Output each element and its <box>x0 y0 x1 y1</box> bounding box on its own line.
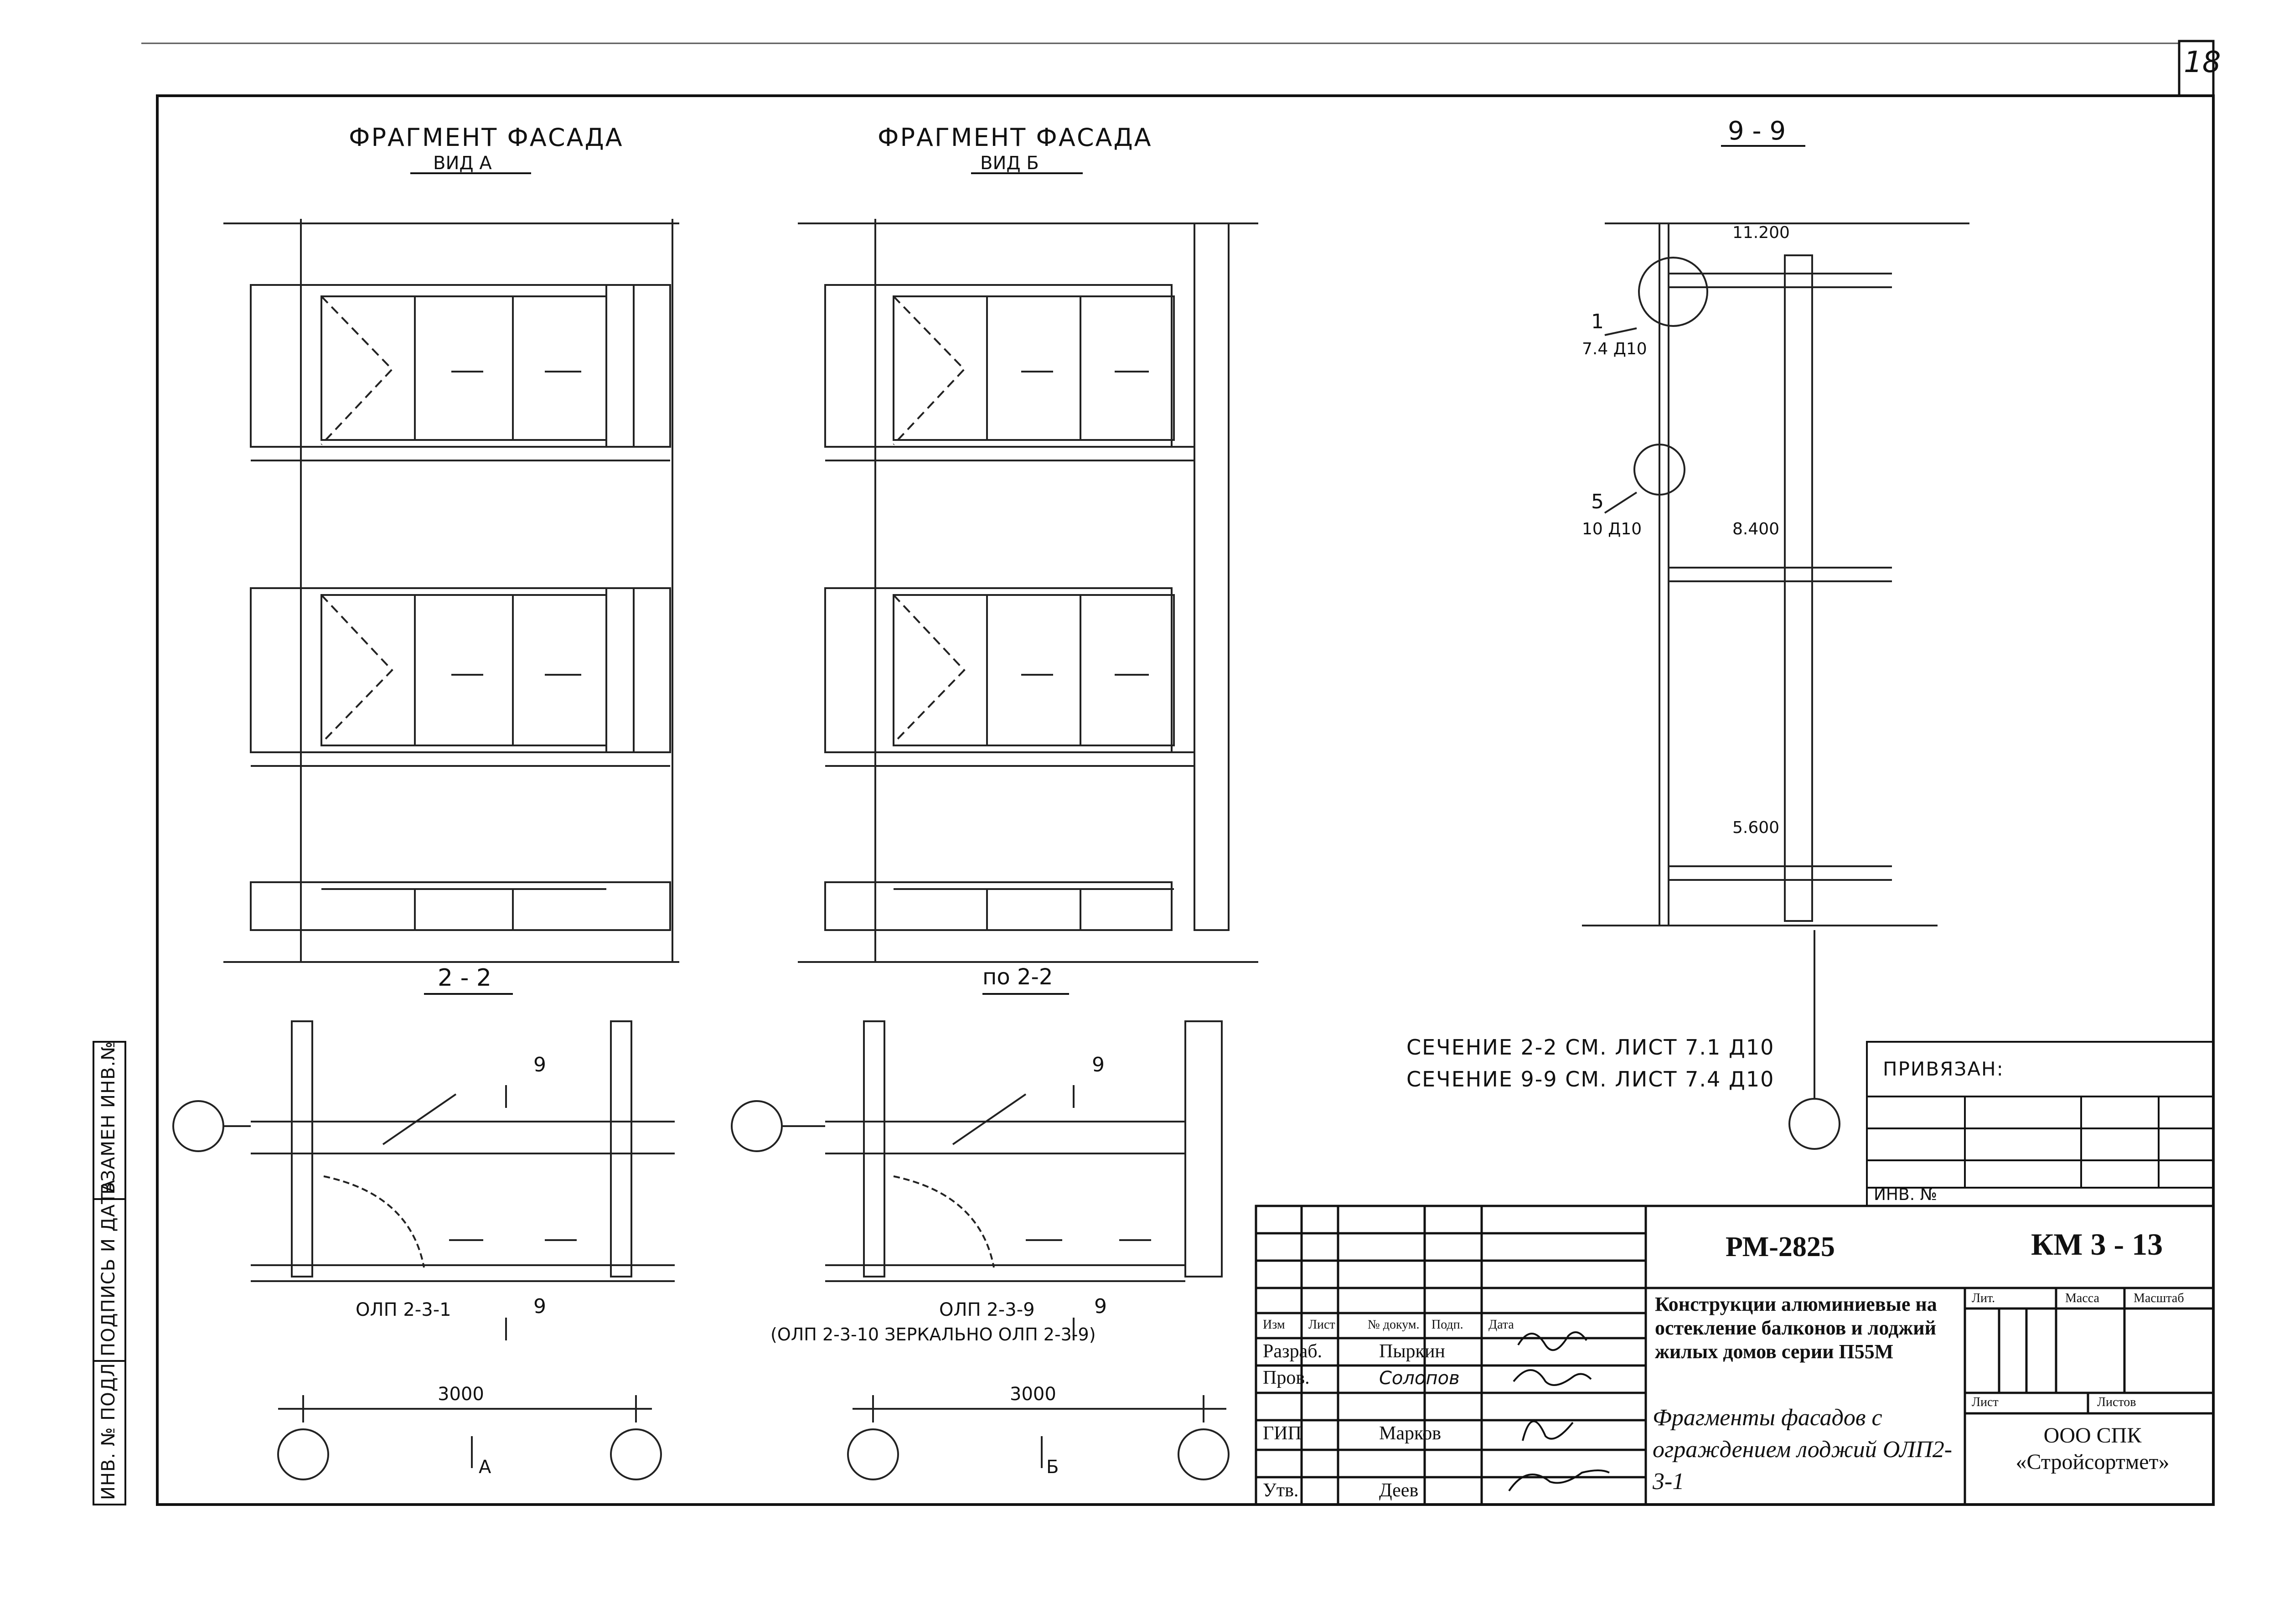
plan-2-2-drawing <box>172 1020 675 1480</box>
page-number: 18 <box>2184 46 2221 79</box>
plan-b-product-note: (ОЛП 2-3-10 ЗЕРКАЛЬНО ОЛП 2-3-9) <box>770 1324 1096 1345</box>
privyazan-label: ПРИВЯЗАН: <box>1883 1058 2004 1080</box>
side-stamp-vzamen: ВЗАМЕН ИНВ.№ <box>98 1041 119 1195</box>
mass-header: Масса <box>2065 1291 2099 1305</box>
plan-a-dimension: 3000 <box>438 1384 484 1405</box>
facade-b-drawing <box>798 219 1258 963</box>
side-stamp-frame <box>93 1041 126 1505</box>
role-gip: ГИП <box>1263 1423 1302 1444</box>
col-header-sign: Подп. <box>1431 1318 1463 1332</box>
plan-a-product: ОЛП 2-3-1 <box>356 1299 451 1320</box>
col-header-list: Лист <box>1308 1318 1335 1332</box>
name-prov: Солопов <box>1379 1368 1460 1389</box>
level-mark: 11.200 <box>1732 223 1790 242</box>
role-razrab: Разраб. <box>1263 1341 1323 1362</box>
privyazan-inv-label: ИНВ. № <box>1874 1185 1938 1204</box>
level-mark: 8.400 <box>1732 520 1780 538</box>
role-utv: Утв. <box>1263 1480 1299 1501</box>
plan-b-dimension: 3000 <box>1010 1384 1056 1405</box>
signatures <box>1508 1331 1610 1492</box>
callout-5-number: 5 <box>1591 490 1604 513</box>
note-section-9-9: СЕЧЕНИЕ 9-9 СМ. ЛИСТ 7.4 Д10 <box>1406 1067 1775 1091</box>
plan-a-cut-mark-bottom: 9 <box>533 1295 546 1318</box>
name-gip: Марков <box>1379 1423 1442 1444</box>
plan-b-drawing <box>731 1020 1230 1480</box>
side-stamp-inv-podl: ИНВ. № ПОДЛ <box>98 1362 119 1500</box>
plan-a-title: 2 - 2 <box>438 964 491 992</box>
scale-header: Масштаб <box>2134 1291 2184 1305</box>
list-header: Лист <box>1972 1395 1999 1409</box>
col-header-doc: № докум. <box>1368 1318 1420 1332</box>
callout-1-sheet: 7.4 Д10 <box>1582 340 1647 358</box>
facade-a-drawing <box>223 219 679 963</box>
name-utv: Деев <box>1379 1480 1419 1501</box>
plan-b-cut-mark: 9 <box>1092 1053 1105 1076</box>
facade-b-title: ФРАГМЕНТ ФАСАДА <box>878 123 1152 152</box>
callout-1-number: 1 <box>1591 310 1604 333</box>
note-section-2-2: СЕЧЕНИЕ 2-2 СМ. ЛИСТ 7.1 Д10 <box>1406 1035 1775 1060</box>
name-razrab: Пыркин <box>1379 1341 1445 1362</box>
lit-header: Лит. <box>1972 1291 1995 1305</box>
plan-b-product: ОЛП 2-3-9 <box>939 1299 1035 1320</box>
facade-a-subtitle: ВИД А <box>433 153 492 174</box>
doc-title: Конструкции алюминиевые на остекление ба… <box>1655 1293 1937 1363</box>
drawing-frame <box>156 94 2215 1506</box>
listov-header: Листов <box>2097 1395 2136 1409</box>
col-header-date: Дата <box>1488 1318 1514 1332</box>
col-header-izm: Изм <box>1263 1318 1285 1332</box>
role-prov: Пров. <box>1263 1367 1310 1388</box>
level-mark: 5.600 <box>1732 818 1780 837</box>
callout-5-sheet: 10 Д10 <box>1582 520 1642 538</box>
sheet-code: КМ 3 - 13 <box>2031 1227 2163 1262</box>
plan-b-cut-mark-bottom: 9 <box>1094 1295 1107 1318</box>
section-9-9-drawing <box>1582 222 1969 1150</box>
plan-a-arrow-label: А <box>479 1457 491 1478</box>
facade-b-subtitle: ВИД Б <box>980 153 1039 174</box>
sheet-title: Фрагменты фасадов с ограждением лоджий О… <box>1653 1405 1953 1495</box>
title-block-frame <box>1255 1205 2215 1506</box>
facade-a-title: ФРАГМЕНТ ФАСАДА <box>349 123 624 152</box>
plan-b-arrow-label: Б <box>1046 1457 1059 1478</box>
title-underlines <box>410 145 1805 995</box>
side-stamp-podpis: ПОДПИСЬ И ДАТА <box>98 1179 119 1356</box>
plan-a-cut-mark: 9 <box>533 1053 546 1076</box>
company-name: ООО СПК «Стройсортмет» <box>2015 1423 2170 1474</box>
section-9-title: 9 - 9 <box>1728 116 1786 146</box>
page-number-box <box>2178 40 2215 97</box>
doc-code: РМ-2825 <box>1726 1231 1835 1262</box>
plan-b-title: по 2-2 <box>982 964 1053 990</box>
